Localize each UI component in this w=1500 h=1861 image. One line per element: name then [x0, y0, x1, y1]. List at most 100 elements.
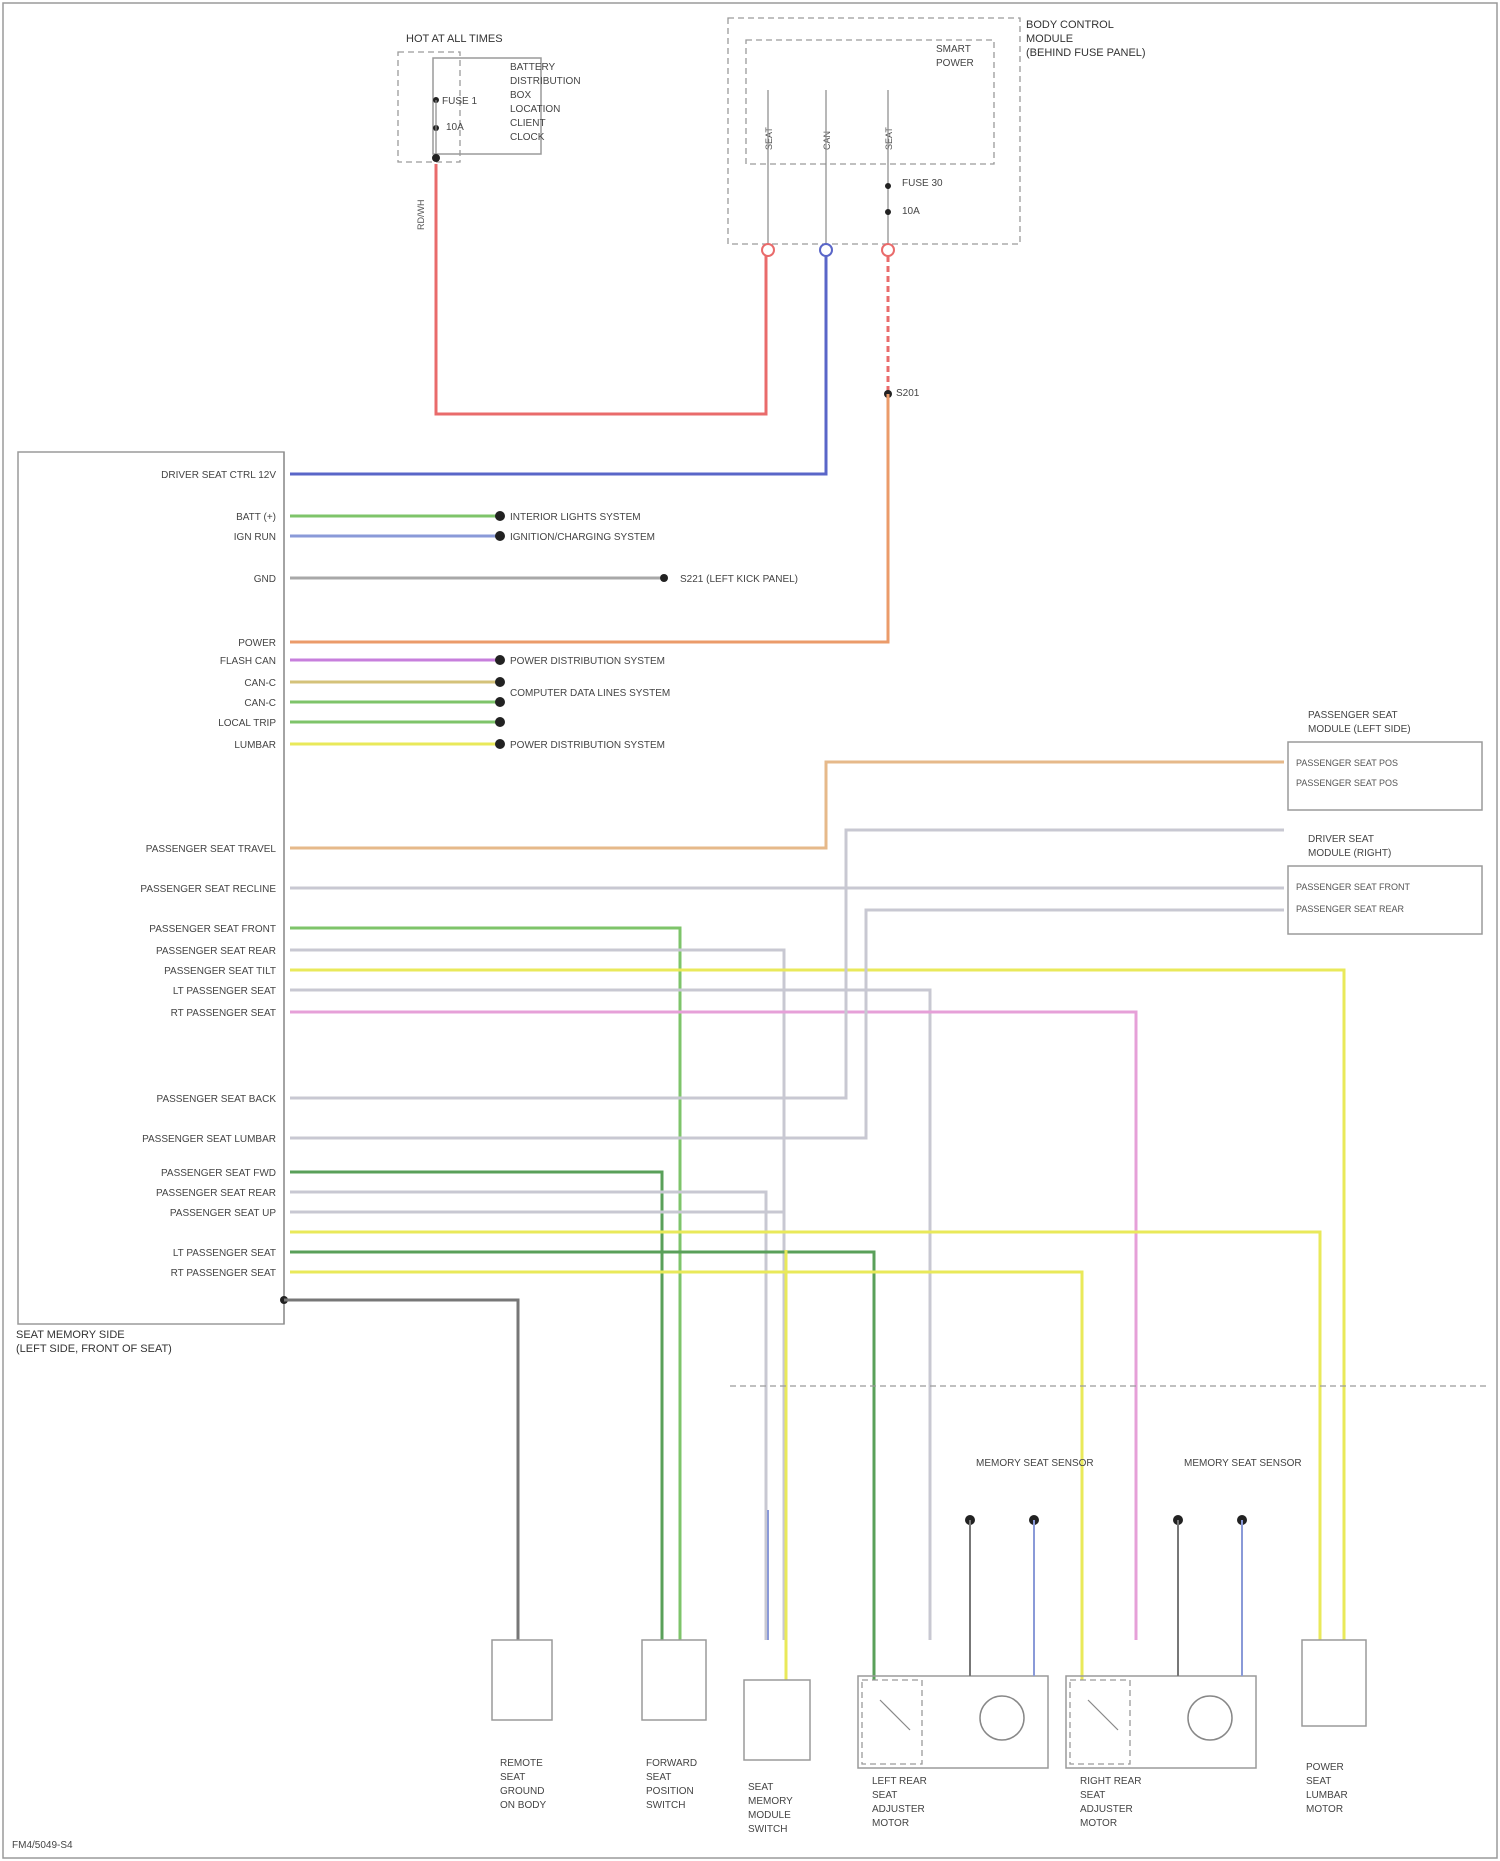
bottom-component-left-rear-motor: MEMORY SEAT SENSOR LEFT REAR SEAT ADJUST…	[858, 1458, 1094, 1829]
dest-splice: S221 (LEFT KICK PANEL)	[680, 574, 798, 585]
module-pin-label: IGN RUN	[234, 532, 276, 543]
svg-text:MOTOR: MOTOR	[1306, 1804, 1343, 1815]
module-pin-label: GND	[254, 574, 276, 585]
svg-text:CLOCK: CLOCK	[510, 132, 545, 143]
svg-text:SEAT: SEAT	[1306, 1776, 1331, 1787]
module-pin-label: BATT (+)	[236, 512, 276, 523]
dest-interior-lights: INTERIOR LIGHTS SYSTEM	[510, 512, 641, 523]
dest-data-lines: COMPUTER DATA LINES SYSTEM	[510, 688, 670, 699]
svg-text:SEAT: SEAT	[884, 127, 894, 150]
svg-text:DRIVER SEAT: DRIVER SEAT	[1308, 834, 1374, 845]
module-pin-label: PASSENGER SEAT UP	[170, 1208, 276, 1219]
module-pin-label: PASSENGER SEAT LUMBAR	[142, 1134, 276, 1145]
seat-memory-module: SEAT MEMORY SIDE (LEFT SIDE, FRONT OF SE…	[16, 452, 288, 1355]
svg-text:MODULE (LEFT SIDE): MODULE (LEFT SIDE)	[1308, 724, 1411, 735]
fuse-rating: 10A	[446, 122, 464, 133]
fuse-label: FUSE 1	[442, 96, 477, 107]
module-pin-label: CAN-C	[244, 698, 276, 709]
dest-power-dist-2: POWER DISTRIBUTION SYSTEM	[510, 740, 665, 751]
svg-text:PASSENGER SEAT FRONT: PASSENGER SEAT FRONT	[1296, 882, 1411, 892]
svg-text:MEMORY: MEMORY	[748, 1796, 793, 1807]
footer-code: FM4/5049-S4	[12, 1840, 73, 1851]
svg-text:POWER: POWER	[936, 58, 974, 69]
right-connector-2: DRIVER SEAT MODULE (RIGHT) PASSENGER SEA…	[1288, 834, 1482, 934]
splice-label: S201	[896, 388, 920, 399]
right-connector-1: PASSENGER SEAT MODULE (LEFT SIDE) PASSEN…	[1288, 710, 1482, 810]
svg-text:SWITCH: SWITCH	[748, 1824, 787, 1835]
module-pin-label: FLASH CAN	[220, 656, 276, 667]
module-pin-label: LT PASSENGER SEAT	[173, 1248, 276, 1259]
bottom-component-position-switch: FORWARD SEAT POSITION SWITCH	[642, 1640, 706, 1811]
module-pin-label: PASSENGER SEAT RECLINE	[140, 884, 276, 895]
svg-text:LUMBAR: LUMBAR	[1306, 1790, 1348, 1801]
svg-text:CLIENT: CLIENT	[510, 118, 546, 129]
svg-text:PASSENGER SEAT POS: PASSENGER SEAT POS	[1296, 758, 1398, 768]
module-pin-label: DRIVER SEAT CTRL 12V	[161, 470, 276, 481]
bottom-component-right-rear-motor: MEMORY SEAT SENSOR RIGHT REAR SEAT ADJUS…	[1066, 1458, 1302, 1829]
svg-text:MEMORY SEAT SENSOR: MEMORY SEAT SENSOR	[1184, 1458, 1302, 1469]
fuse-box-title: HOT AT ALL TIMES	[406, 33, 503, 45]
svg-text:PASSENGER SEAT REAR: PASSENGER SEAT REAR	[1296, 904, 1405, 914]
svg-text:RD/WH: RD/WH	[416, 200, 426, 231]
svg-text:LEFT REAR: LEFT REAR	[872, 1776, 927, 1787]
svg-text:SEAT: SEAT	[1080, 1790, 1105, 1801]
module-pin-label: RT PASSENGER SEAT	[171, 1268, 276, 1279]
svg-text:FORWARD: FORWARD	[646, 1758, 697, 1769]
svg-text:MOTOR: MOTOR	[1080, 1818, 1117, 1829]
svg-text:MOTOR: MOTOR	[872, 1818, 909, 1829]
module-pin-label: PASSENGER SEAT TRAVEL	[146, 844, 277, 855]
svg-text:SEAT: SEAT	[500, 1772, 525, 1783]
body-control-module: BODY CONTROL MODULE (BEHIND FUSE PANEL) …	[728, 18, 1146, 399]
svg-text:DISTRIBUTION: DISTRIBUTION	[510, 76, 581, 87]
bcm-rating: 10A	[902, 206, 920, 217]
destination-labels: INTERIOR LIGHTS SYSTEM IGNITION/CHARGING…	[510, 512, 798, 751]
bottom-component-lumbar-motor: POWER SEAT LUMBAR MOTOR	[1302, 1640, 1366, 1815]
svg-text:ADJUSTER: ADJUSTER	[1080, 1804, 1133, 1815]
module-name: SEAT MEMORY SIDE	[16, 1329, 125, 1341]
bottom-component-remote-ground: REMOTE SEAT GROUND ON BODY	[492, 1640, 552, 1811]
svg-text:CAN: CAN	[822, 131, 832, 150]
svg-text:LOCATION: LOCATION	[510, 104, 560, 115]
svg-text:REMOTE: REMOTE	[500, 1758, 543, 1769]
svg-text:PASSENGER SEAT POS: PASSENGER SEAT POS	[1296, 778, 1398, 788]
svg-text:SEAT: SEAT	[646, 1772, 671, 1783]
svg-text:MEMORY SEAT SENSOR: MEMORY SEAT SENSOR	[976, 1458, 1094, 1469]
svg-text:SWITCH: SWITCH	[646, 1800, 685, 1811]
svg-text:MODULE: MODULE	[748, 1810, 791, 1821]
top-left-fuse-box: HOT AT ALL TIMES BATTERY DISTRIBUTION BO…	[398, 33, 581, 162]
svg-text:SEAT: SEAT	[872, 1790, 897, 1801]
svg-text:(LEFT SIDE, FRONT OF SEAT): (LEFT SIDE, FRONT OF SEAT)	[16, 1343, 172, 1355]
svg-text:MODULE: MODULE	[1026, 33, 1073, 45]
svg-text:MODULE (RIGHT): MODULE (RIGHT)	[1308, 848, 1391, 859]
svg-text:GROUND: GROUND	[500, 1786, 544, 1797]
module-pin-label: POWER	[238, 638, 276, 649]
svg-text:BODY CONTROL: BODY CONTROL	[1026, 19, 1114, 31]
module-pin-label: PASSENGER SEAT REAR	[156, 1188, 276, 1199]
module-pin-label: PASSENGER SEAT TILT	[164, 966, 276, 977]
top-wires: RD/WH	[290, 164, 892, 642]
svg-text:RIGHT REAR: RIGHT REAR	[1080, 1776, 1142, 1787]
module-pin-label: PASSENGER SEAT FWD	[161, 1168, 276, 1179]
svg-text:POSITION: POSITION	[646, 1786, 694, 1797]
dest-ignition: IGNITION/CHARGING SYSTEM	[510, 532, 655, 543]
module-pin-label: LOCAL TRIP	[218, 718, 276, 729]
svg-text:(BEHIND FUSE PANEL): (BEHIND FUSE PANEL)	[1026, 47, 1146, 59]
svg-text:ADJUSTER: ADJUSTER	[872, 1804, 925, 1815]
svg-text:ON BODY: ON BODY	[500, 1800, 546, 1811]
bcm-fuse: FUSE 30	[902, 178, 943, 189]
module-pin-label: PASSENGER SEAT FRONT	[149, 924, 276, 935]
svg-text:POWER: POWER	[1306, 1762, 1344, 1773]
svg-text:BOX: BOX	[510, 90, 531, 101]
module-wires	[284, 511, 1344, 1680]
module-pin-label: CAN-C	[244, 678, 276, 689]
module-pin-label: LT PASSENGER SEAT	[173, 986, 276, 997]
module-pin-labels: DRIVER SEAT CTRL 12V BATT (+) IGN RUN GND PO…	[140, 470, 276, 1279]
bottom-component-memory-switch: SEAT MEMORY MODULE SWITCH	[744, 1680, 810, 1835]
svg-text:SEAT: SEAT	[748, 1782, 773, 1793]
svg-text:PASSENGER SEAT: PASSENGER SEAT	[1308, 710, 1398, 721]
svg-text:SEAT: SEAT	[764, 127, 774, 150]
module-pin-label: LUMBAR	[234, 740, 276, 751]
svg-text:SMART: SMART	[936, 44, 971, 55]
svg-text:BATTERY: BATTERY	[510, 62, 556, 73]
